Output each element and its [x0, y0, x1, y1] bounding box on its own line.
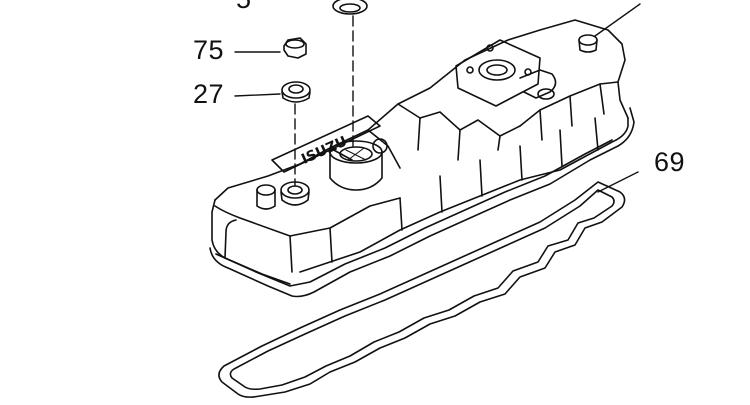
- nameplate-text: ISUZU: [299, 134, 350, 168]
- cover-nameplate: ISUZU: [271, 115, 381, 173]
- callout-27: 27: [193, 79, 225, 109]
- mounting-bosses: [256, 34, 598, 210]
- rocker-cover: [209, 19, 635, 298]
- callout-69: 69: [654, 147, 686, 177]
- part-27-seal: [281, 81, 311, 103]
- callout-75: 75: [193, 35, 225, 65]
- oil-filler-port: [329, 138, 388, 191]
- part-75-bolt: [283, 37, 307, 59]
- breather-outlet-housing: [455, 39, 557, 107]
- leader-lines: [234, 3, 641, 193]
- part-5-cap: [332, 0, 368, 15]
- rocker-cover-gasket: [218, 181, 626, 398]
- callout-5: 5: [236, 0, 252, 13]
